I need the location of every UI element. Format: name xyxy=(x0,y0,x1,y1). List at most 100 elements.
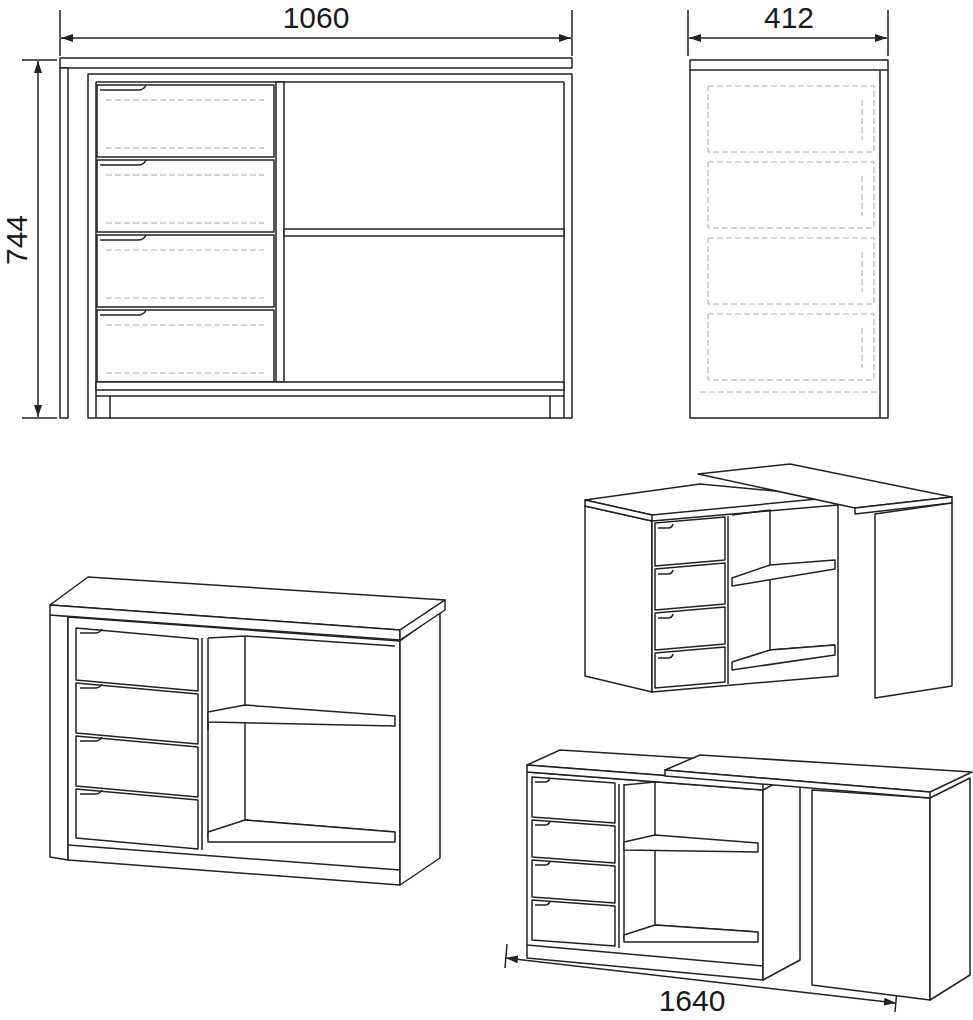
drawing-line xyxy=(96,382,564,390)
drawing-line xyxy=(763,770,800,980)
drawing-line xyxy=(207,722,209,730)
drawing-line xyxy=(207,638,209,838)
drawing-line xyxy=(109,396,111,418)
drawing-line xyxy=(732,510,835,650)
drawing-line xyxy=(106,250,264,251)
drawing-line xyxy=(100,235,146,240)
drawing-line xyxy=(60,58,572,68)
dimension-label: 1640 xyxy=(657,986,728,1016)
drawing-line xyxy=(76,789,198,849)
drawing-line xyxy=(208,705,395,726)
dimension-lines xyxy=(22,10,897,1012)
drawing-line xyxy=(106,100,264,101)
drawing-line xyxy=(76,736,198,797)
drawing-line xyxy=(535,861,550,865)
drawing-line xyxy=(68,617,400,885)
drawing-line xyxy=(862,328,863,368)
drawing-line xyxy=(887,10,889,56)
drawing-line xyxy=(655,563,725,610)
drawing-line xyxy=(527,945,763,966)
drawing-line xyxy=(535,821,550,825)
drawing-line xyxy=(76,628,198,691)
drawing-line xyxy=(658,570,673,574)
drawing-line xyxy=(732,645,835,670)
drawing-line xyxy=(284,229,564,236)
drawing-line xyxy=(862,100,863,140)
drawing-line xyxy=(879,70,881,418)
drawing-line xyxy=(862,252,863,292)
drawing-line xyxy=(505,944,507,968)
drawing-line xyxy=(22,417,57,419)
drawing-line xyxy=(208,636,395,832)
drawing-line xyxy=(208,820,395,842)
drawing-line xyxy=(76,683,198,744)
drawing-line xyxy=(68,845,400,870)
drawing-line xyxy=(106,148,264,149)
drawing-line xyxy=(201,638,203,850)
drawing-line xyxy=(276,82,284,382)
drawing-line xyxy=(655,517,725,566)
drawing-line xyxy=(585,506,652,692)
drawing-line xyxy=(97,160,274,232)
drawing-line xyxy=(732,560,835,586)
drawing-line xyxy=(80,629,102,633)
drawing-line xyxy=(571,10,573,56)
drawing-line xyxy=(100,160,146,165)
drawing-line xyxy=(527,772,763,980)
drawing-line xyxy=(624,782,758,932)
dimension-label: 1060 xyxy=(281,3,352,33)
drawing-line xyxy=(658,524,673,528)
drawing-line xyxy=(59,10,61,56)
drawing-line xyxy=(106,373,264,374)
dimension-label: 744 xyxy=(2,213,32,267)
drawing-line xyxy=(88,74,572,418)
drawing-line xyxy=(930,778,970,1000)
drawing-line xyxy=(624,925,758,942)
drawing-line xyxy=(106,175,264,176)
drawing-line xyxy=(37,61,39,417)
drawing-line xyxy=(708,86,874,152)
drawing-line xyxy=(96,81,564,83)
drawing-line xyxy=(689,37,887,39)
drawing-line xyxy=(80,737,102,741)
drawing-line xyxy=(50,615,68,860)
drawing-line xyxy=(245,636,395,646)
drawing-line xyxy=(100,310,146,315)
drawing-line xyxy=(624,835,758,852)
drawing-line xyxy=(106,298,264,299)
drawing-line xyxy=(727,516,729,684)
drawing-line xyxy=(97,235,274,307)
cabinet-corner-view xyxy=(585,464,952,698)
drawing-line xyxy=(535,901,550,905)
drawing-line xyxy=(532,820,615,863)
drawing-line xyxy=(658,614,673,618)
drawing-line xyxy=(400,612,440,885)
drawing-line xyxy=(97,310,274,382)
drawing-line xyxy=(563,82,565,418)
drawing-line xyxy=(708,238,874,304)
drawing-line xyxy=(80,684,102,688)
drawing-line xyxy=(658,654,673,658)
drawing-line xyxy=(60,68,68,418)
drawing-line xyxy=(690,69,888,71)
drawing-line xyxy=(80,790,102,794)
drawing-line xyxy=(690,60,888,418)
drawing-line xyxy=(100,85,146,90)
drawing-line xyxy=(96,395,564,397)
drawing-line xyxy=(655,607,725,650)
drawing-line xyxy=(400,600,445,640)
drawing-line xyxy=(655,647,725,688)
drawing-line xyxy=(532,777,615,823)
drawing-line xyxy=(618,784,620,948)
drawing-line xyxy=(97,85,274,157)
drawing-line xyxy=(532,860,615,903)
drawing-line xyxy=(652,505,838,692)
drawing-line xyxy=(106,223,264,224)
drawing-line xyxy=(535,778,550,782)
drawing-line xyxy=(22,59,57,61)
drawing-line xyxy=(585,500,652,521)
drawing-line xyxy=(708,162,874,228)
